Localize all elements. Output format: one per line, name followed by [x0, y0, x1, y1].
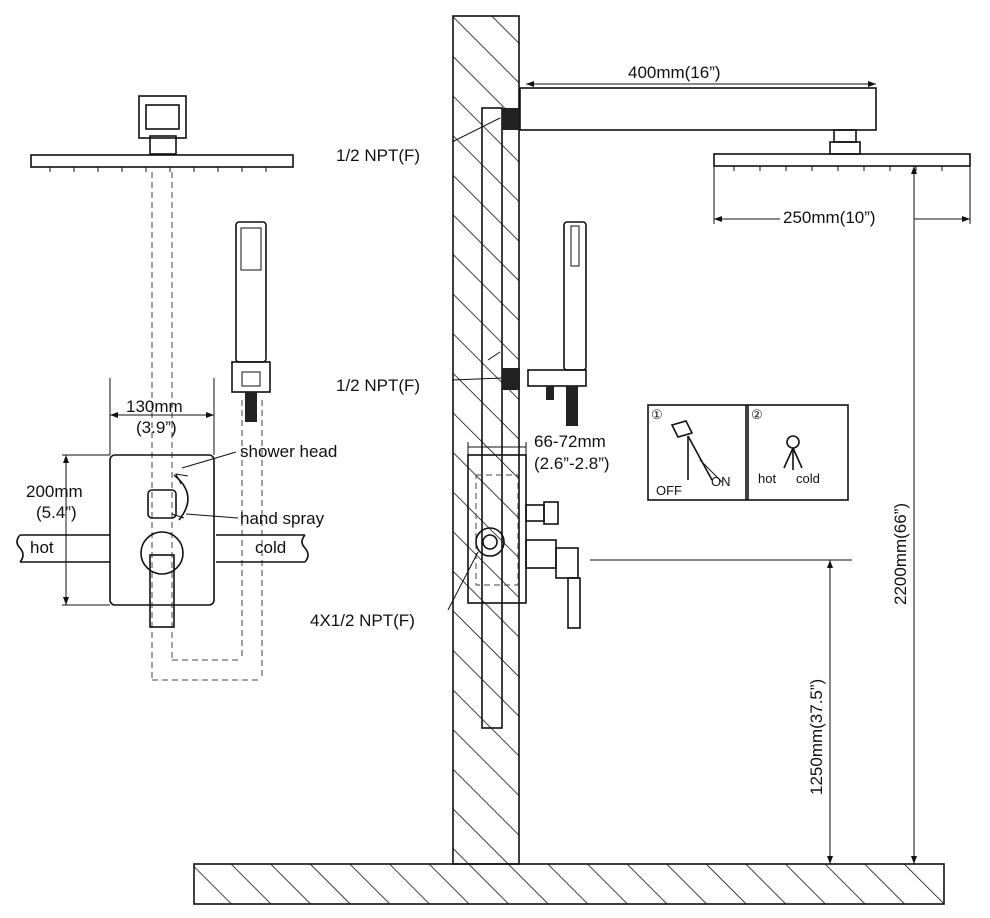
front-shower-head [30, 154, 294, 172]
total-height-label: 2200mm(66”) [891, 503, 910, 605]
wall-depth-mm: 66-72mm [534, 432, 606, 451]
dimension-130mm [109, 378, 215, 455]
inset-cold-label: cold [796, 471, 820, 486]
valve-height-label: 1250mm(37.5”) [807, 679, 826, 795]
npt-valve-label: 4X1/2 NPT(F) [310, 611, 415, 630]
inset-hot-label: hot [758, 471, 776, 486]
front-shower-arm-mount [138, 95, 187, 155]
mid-outlet-fitting [502, 368, 520, 390]
plate-height-mm: 200mm [26, 482, 83, 501]
side-hand-shower [527, 221, 587, 426]
hot-label: hot [30, 538, 54, 557]
npt-mid-leader [451, 377, 503, 381]
wall-section [452, 15, 520, 865]
plate-height-in: (5.4”) [36, 503, 77, 522]
top-outlet-fitting [502, 108, 520, 130]
npt-valve-leader [447, 551, 479, 611]
hand-spray-label: hand spray [240, 509, 325, 528]
dimension-2200mm [876, 165, 920, 864]
side-shower-arm [519, 87, 877, 155]
off-label: OFF [656, 483, 682, 498]
panel1-number: ① [651, 407, 663, 422]
shower-head-label: shower head [240, 442, 337, 461]
wall-depth-in: (2.6”-2.8”) [534, 454, 610, 473]
npt-top-leader [451, 117, 501, 143]
temperature-handle-icon [783, 435, 803, 470]
side-valve-body [467, 454, 581, 629]
floor-section [193, 863, 945, 905]
dimension-200mm [62, 454, 110, 606]
npt-top-label: 1/2 NPT(F) [336, 146, 420, 165]
plate-width-in: (3.9”) [136, 418, 177, 437]
concealed-pipe-dashed [151, 172, 263, 681]
shower-head-leader [181, 451, 237, 469]
plate-width-mm: 130mm [126, 397, 183, 416]
dimension-400mm [526, 81, 876, 87]
hand-spray-leader [185, 513, 239, 519]
head-width-label: 250mm(10”) [783, 208, 876, 227]
side-shower-head [713, 153, 971, 171]
supply-pipes [16, 534, 309, 563]
dimension-66-72mm [467, 442, 527, 455]
npt-mid-label: 1/2 NPT(F) [336, 376, 420, 395]
dimension-1250mm [590, 559, 852, 864]
operation-inset [647, 404, 849, 501]
valve-trim-plate [109, 454, 215, 628]
head-width-label-bg [780, 205, 914, 227]
cold-label: cold [255, 538, 286, 557]
handle-rotation-icon [670, 420, 723, 483]
arm-length-label: 400mm(16”) [628, 63, 721, 82]
front-hand-shower [231, 221, 271, 422]
panel2-number: ② [751, 407, 763, 422]
side-riser-pipe [481, 107, 503, 729]
on-label: ON [711, 474, 731, 489]
